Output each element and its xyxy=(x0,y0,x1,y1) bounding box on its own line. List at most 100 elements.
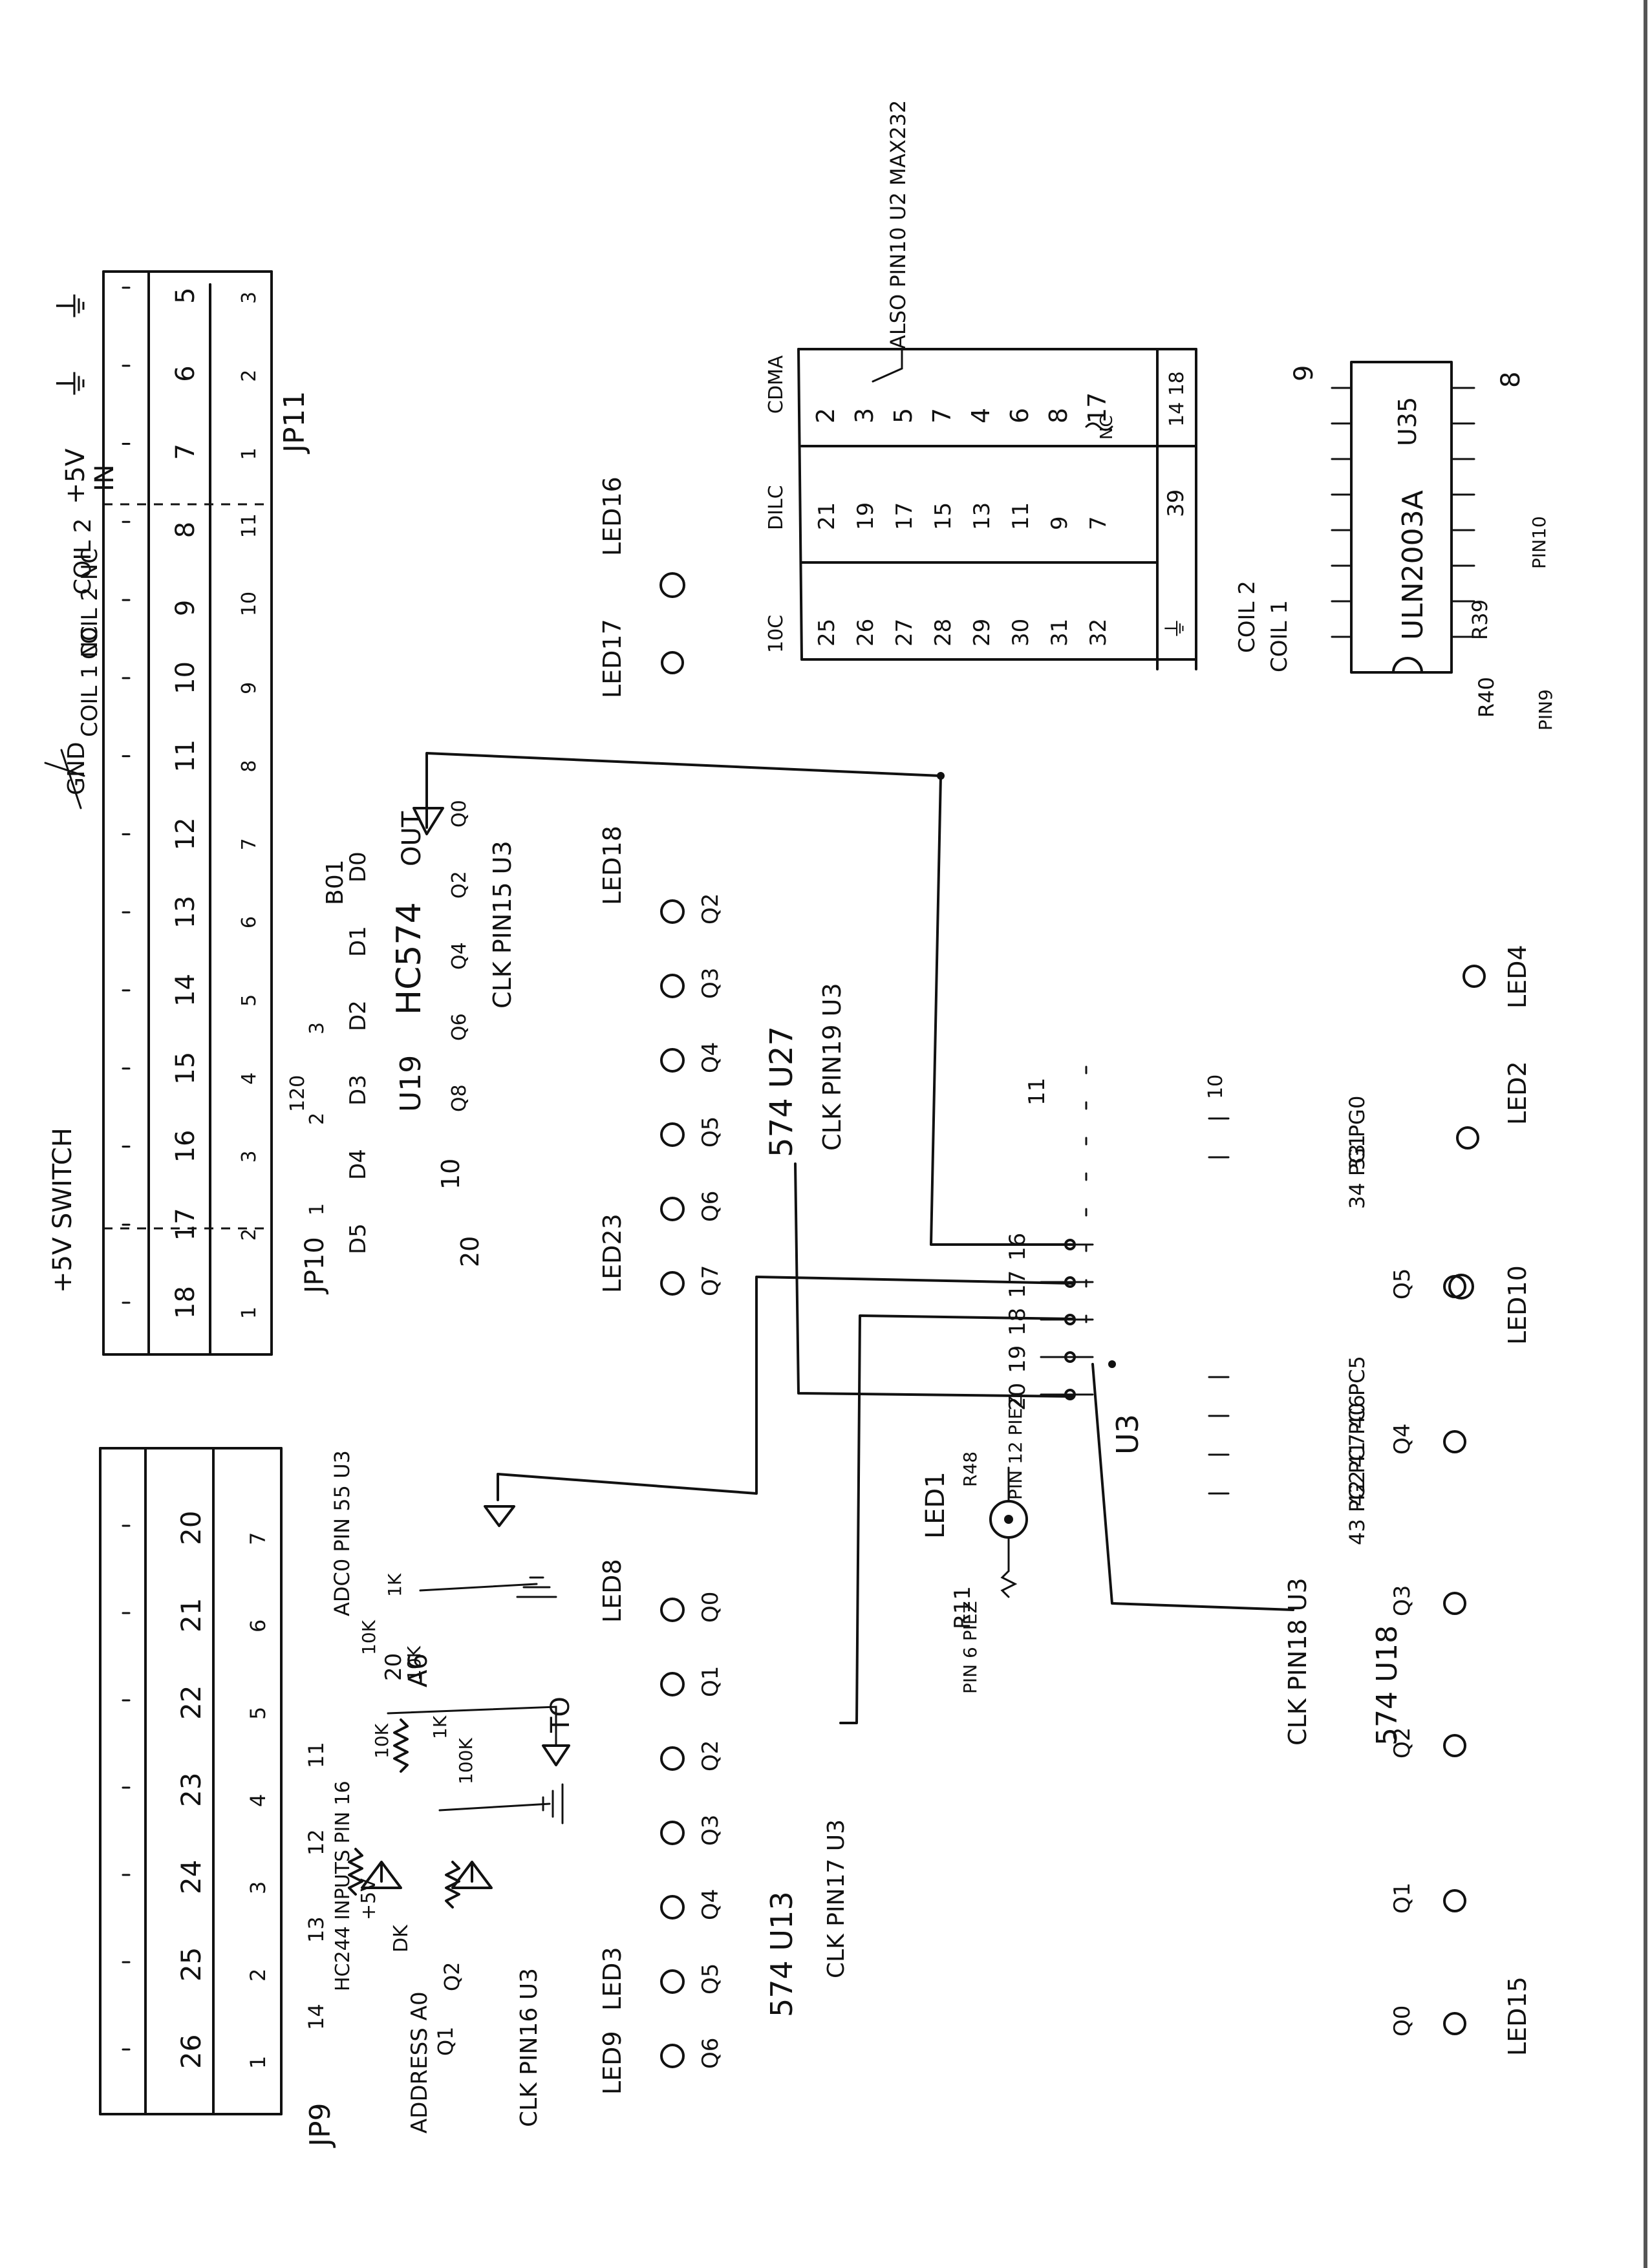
led01-block: LED1 R48 PIN 12 PIEZ R11 PIN 6 PIEZ xyxy=(921,1395,1028,1694)
u3-right-pin-label: 40 PC5 xyxy=(1345,1356,1369,1429)
header-labels: +5V SWITCH +5V IN ⏚ ⏚ COIL 2 COIL 2 NC C… xyxy=(44,288,120,1293)
conn-cdma-cell: 2 xyxy=(811,408,840,423)
led2-label: LED2 xyxy=(1503,1061,1532,1125)
arrow-icon xyxy=(542,1744,570,1766)
u3-left-pin: 19 xyxy=(1005,1345,1031,1373)
led-q-label: Q3 xyxy=(698,968,723,999)
led-icon xyxy=(1443,1734,1466,1757)
u19-q-pin: Q4 xyxy=(448,942,471,970)
uln-body xyxy=(1350,361,1453,674)
uln-r40: R40 xyxy=(1474,677,1499,718)
u19-b01: B01 xyxy=(322,859,348,905)
u3-right-pin-label: 43 PG2 xyxy=(1345,1471,1369,1545)
conn-10c-cell: 25 xyxy=(814,619,840,647)
inputs-block: HC244 INPUTS PIN 16 ADC0 PIN 55 U3 A6 20… xyxy=(330,1450,575,1991)
led-icon xyxy=(1443,1889,1466,1912)
jp11-row-num: 15 xyxy=(171,1052,200,1085)
u27-clk: CLK PIN19 U3 xyxy=(818,983,846,1151)
led01-icon xyxy=(989,1500,1028,1539)
led-q-label: Q0 xyxy=(1389,2006,1415,2037)
led9-label: LED9 xyxy=(598,2031,627,2095)
led-q-label: Q5 xyxy=(1389,1268,1415,1300)
wire-u19-out xyxy=(412,752,1075,1246)
resistor-label: 10K xyxy=(371,1723,392,1759)
resistor-icon xyxy=(393,1718,409,1773)
led-q-label: Q2 xyxy=(1389,1728,1415,1759)
u19-q-pin: Q8 xyxy=(448,1084,471,1112)
annotation-leader xyxy=(872,348,903,383)
conn-10c-cell: 31 xyxy=(1047,619,1073,647)
label-coil2-nc: COIL 2 NC xyxy=(77,548,103,659)
uln-pin-b: PIN9 xyxy=(1535,689,1556,731)
jp10-pin: 3 xyxy=(306,1022,328,1034)
led-q-label: Q4 xyxy=(698,1042,723,1073)
uln-coil2: COIL 2 xyxy=(1234,581,1260,653)
inputs-a6: A6 xyxy=(403,1653,433,1687)
resistor-label: 1K xyxy=(384,1573,405,1597)
u19-name: U19 xyxy=(394,1055,427,1112)
address-q01: Q1 xyxy=(433,2026,458,2056)
u18-block: 574 U18 CLK PIN18 U3 xyxy=(1283,1578,1404,1746)
led-q-label: Q2 xyxy=(698,1740,723,1771)
led01-r48: R48 xyxy=(959,1451,981,1487)
led01-pin-a: PIN 6 PIEZ xyxy=(959,1601,981,1694)
led-q-label: Q5 xyxy=(698,1117,723,1148)
led-icon xyxy=(1443,1592,1466,1615)
jp11-row-num: 16 xyxy=(171,1130,200,1163)
led-q-label: Q1 xyxy=(1389,1883,1415,1914)
jp9-label: JP9 xyxy=(304,2102,337,2148)
jp11-row-num: 10 xyxy=(171,661,200,694)
conn-cdma-cell: 4 xyxy=(967,408,995,423)
jp10-d-pin: D2 xyxy=(345,1000,371,1031)
led-q-label: Q4 xyxy=(1389,1424,1415,1455)
label-switch-power: +5V SWITCH xyxy=(48,1128,78,1293)
jp9-row-b: 1 xyxy=(246,2056,270,2069)
jp9-row-num: 22 xyxy=(175,1685,207,1720)
jp11-row-b: 6 xyxy=(238,916,261,928)
strike-line xyxy=(60,749,82,809)
u27-part: 574 U27 xyxy=(764,1026,800,1157)
conn-header: CDMA xyxy=(765,355,788,414)
uln-pin-a: PIN10 xyxy=(1528,516,1550,569)
conn-10c-cell: 28 xyxy=(930,619,956,647)
u3-left-pin: 17 xyxy=(1005,1270,1031,1298)
inputs-to: TO xyxy=(546,1696,575,1733)
jp9-row-b: 3 xyxy=(246,1881,270,1894)
uln-part: ULN2003A xyxy=(1397,490,1430,640)
led-icon xyxy=(660,1197,685,1221)
jp11-row-b: 5 xyxy=(238,994,261,1007)
led-q-label: Q5 xyxy=(698,1963,723,1995)
jp9-row-num: 24 xyxy=(175,1860,207,1894)
jp11-row-b: 1 xyxy=(238,1307,261,1319)
uln-coil1: COIL 1 xyxy=(1267,600,1292,672)
address-block: ADDRESS A0 Q1 Q2 CLK PIN16 U3 xyxy=(407,1962,542,2134)
conn-header: DILC xyxy=(765,485,788,530)
resistor-icon xyxy=(348,1848,363,1896)
inputs-dk: DK xyxy=(390,1924,412,1952)
jp9-pin-label: 11 xyxy=(304,1742,328,1768)
conn-dilc-cell: 19 xyxy=(853,502,879,530)
jp9-row-b: 6 xyxy=(246,1620,270,1632)
jp9-row-num: 20 xyxy=(175,1511,207,1545)
jp9-row-num: 26 xyxy=(175,2035,207,2069)
jp9-row-b: 7 xyxy=(246,1532,270,1545)
jp10-d-pin: D5 xyxy=(345,1223,371,1254)
jp10-pin: 1 xyxy=(306,1203,328,1215)
led18-label: LED18 xyxy=(598,826,627,905)
diode-icon xyxy=(361,1861,402,1889)
jp11-row-num: 17 xyxy=(171,1208,200,1241)
u3-right-pin-label: 34 PG1 xyxy=(1345,1135,1369,1209)
uln-notch xyxy=(1392,657,1423,674)
jp11-row-num: 13 xyxy=(171,895,200,928)
u3-pin11: 11 xyxy=(1024,1078,1050,1106)
led-icon xyxy=(660,1672,685,1696)
jp10-d-pin: D4 xyxy=(345,1149,371,1180)
address-q02: Q2 xyxy=(440,1962,464,1991)
led-icon xyxy=(660,1048,685,1073)
